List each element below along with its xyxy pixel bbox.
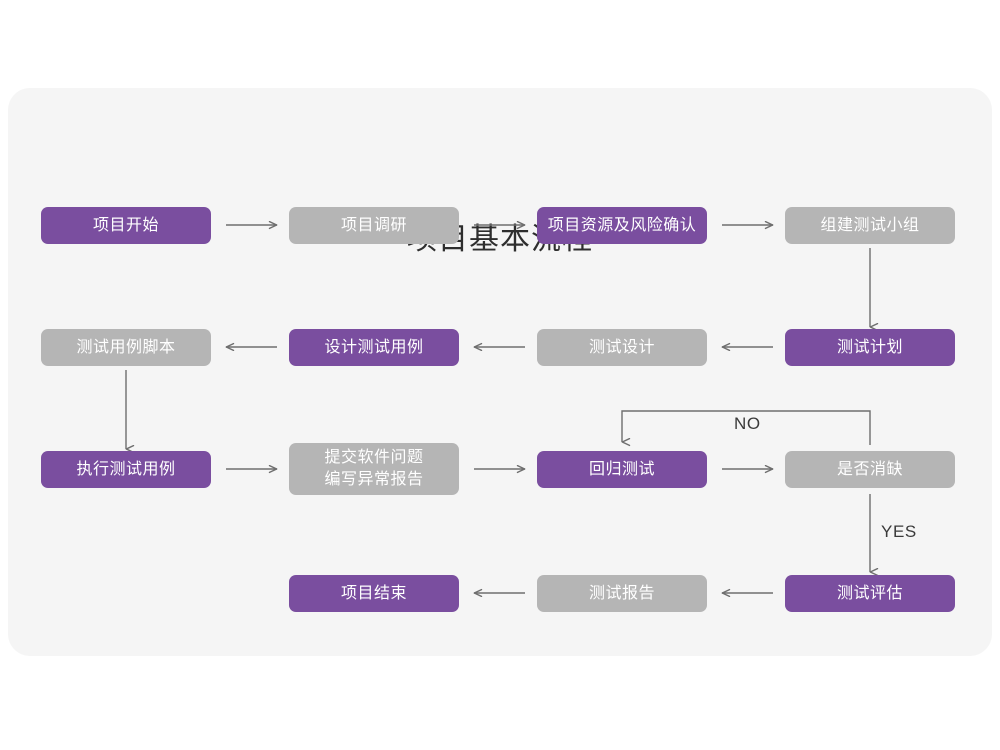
edge-label-no: NO (734, 414, 761, 433)
node-test-plan[interactable]: 测试计划 (785, 329, 955, 366)
node-project-research[interactable]: 项目调研 (289, 207, 459, 244)
node-build-test-team[interactable]: 组建测试小组 (785, 207, 955, 244)
node-test-evaluation[interactable]: 测试评估 (785, 575, 955, 612)
node-test-report[interactable]: 测试报告 (537, 575, 707, 612)
node-resource-risk-confirm[interactable]: 项目资源及风险确认 (537, 207, 707, 244)
node-defect-cleared[interactable]: 是否消缺 (785, 451, 955, 488)
node-submit-issue-report[interactable]: 提交软件问题 编写异常报告 (289, 443, 459, 495)
node-project-start[interactable]: 项目开始 (41, 207, 211, 244)
node-execute-test-case[interactable]: 执行测试用例 (41, 451, 211, 488)
node-project-end[interactable]: 项目结束 (289, 575, 459, 612)
node-test-case-script[interactable]: 测试用例脚本 (41, 329, 211, 366)
connector-layer (125, 88, 992, 656)
node-design-test-case[interactable]: 设计测试用例 (289, 329, 459, 366)
node-regression-test[interactable]: 回归测试 (537, 451, 707, 488)
node-test-design[interactable]: 测试设计 (537, 329, 707, 366)
edge-label-yes: YES (881, 522, 917, 541)
flowchart-card: 项目基本流程 (8, 88, 992, 656)
